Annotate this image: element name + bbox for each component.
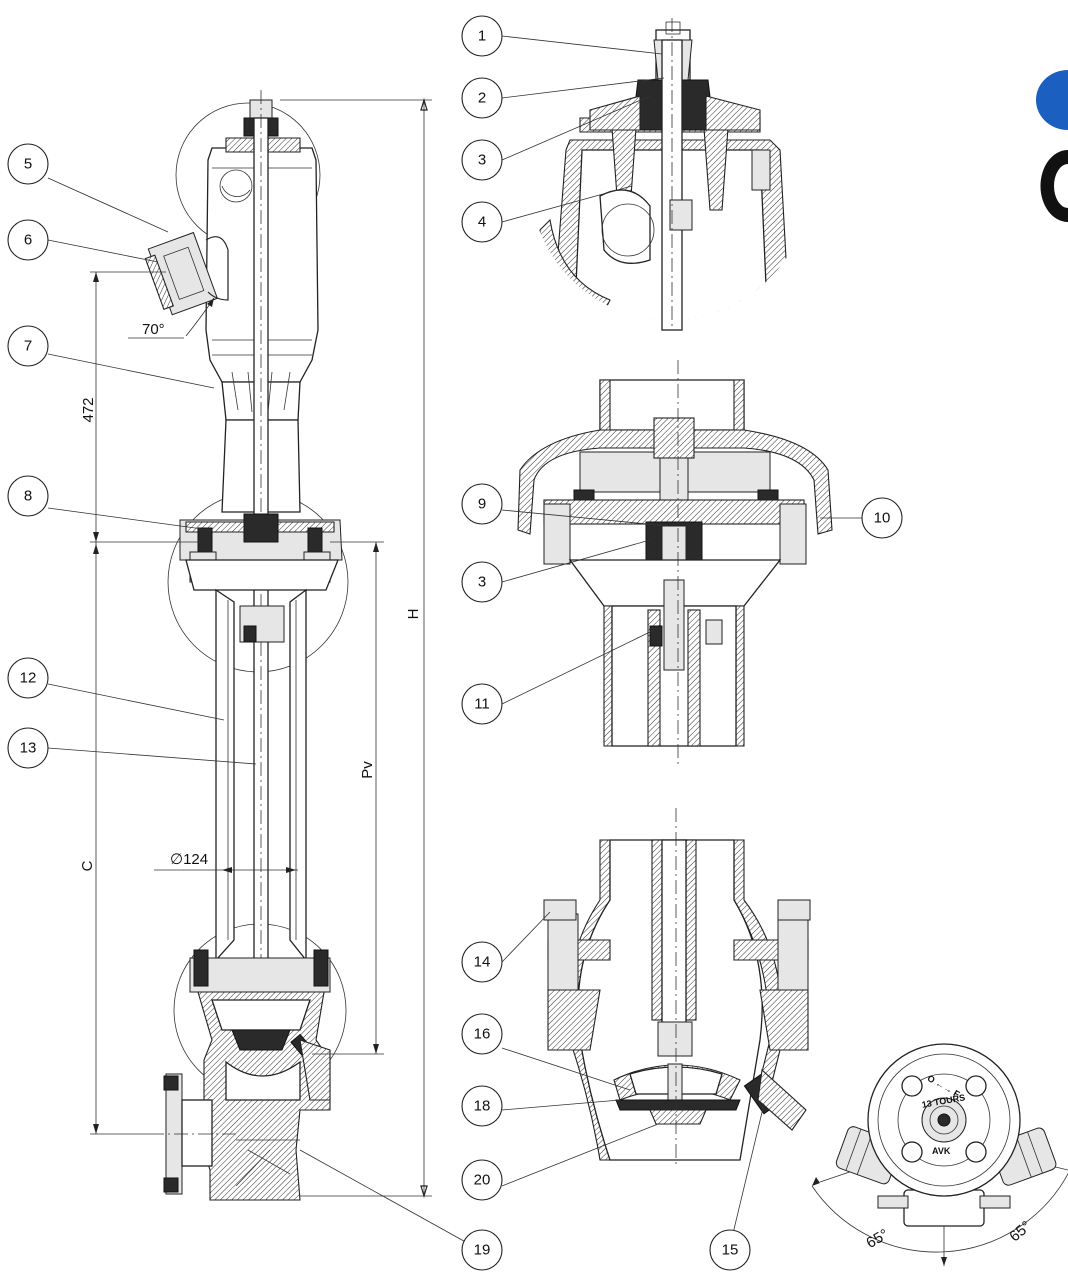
leader-lines <box>47 35 862 1251</box>
svg-text:14: 14 <box>474 954 491 971</box>
callout-18: 18 <box>461 1085 503 1127</box>
svg-text:6: 6 <box>24 232 32 249</box>
svg-text:13: 13 <box>20 740 37 757</box>
logo-blue-shape <box>1036 70 1068 130</box>
callout-14: 14 <box>461 941 503 983</box>
callout-16: 16 <box>461 1013 503 1055</box>
svg-text:5: 5 <box>24 156 32 173</box>
brand-logo <box>1036 70 1068 222</box>
svg-text:10: 10 <box>874 510 891 527</box>
callout-10: 10 <box>861 497 903 539</box>
callout-9: 9 <box>461 483 503 525</box>
svg-text:3: 3 <box>478 574 486 591</box>
svg-text:19: 19 <box>474 1242 491 1259</box>
callout-12: 12 <box>7 657 49 699</box>
svg-text:8: 8 <box>24 488 32 505</box>
callout-13: 13 <box>7 727 49 769</box>
angle-70-label: 70° <box>142 321 165 338</box>
svg-text:2: 2 <box>478 90 486 107</box>
dimension-pv-label: Pv <box>359 761 376 779</box>
svg-text:16: 16 <box>474 1026 491 1043</box>
logo-black-shape <box>1040 150 1068 222</box>
svg-text:7: 7 <box>24 338 32 355</box>
callout-1: 1 <box>461 15 503 57</box>
callout-2: 2 <box>461 77 503 119</box>
callout-11: 11 <box>461 683 503 725</box>
rotation-left-label: 65° <box>863 1226 891 1252</box>
callout-19: 19 <box>461 1229 503 1271</box>
svg-text:18: 18 <box>474 1098 491 1115</box>
main-hydrant-view <box>90 90 432 1201</box>
callout-4: 4 <box>461 201 503 243</box>
detail-middle-view <box>517 360 833 768</box>
detail-top-view <box>539 18 791 331</box>
svg-text:20: 20 <box>474 1172 491 1189</box>
callout-20: 20 <box>461 1159 503 1201</box>
svg-text:3: 3 <box>478 152 486 169</box>
callout-7: 7 <box>7 325 49 367</box>
cap-brand-text: AVK <box>932 1146 951 1156</box>
callout-3-top: 3 <box>461 139 503 181</box>
callout-5: 5 <box>7 143 49 185</box>
svg-text:15: 15 <box>722 1242 739 1259</box>
svg-text:12: 12 <box>20 670 37 687</box>
callout-8: 8 <box>7 475 49 517</box>
svg-text:11: 11 <box>474 696 490 713</box>
callout-3-middle: 3 <box>461 561 503 603</box>
dimension-c-label: C <box>79 860 96 871</box>
dimension-472-label: 472 <box>80 397 97 422</box>
svg-text:1: 1 <box>478 28 486 45</box>
dimension-h-label: H <box>405 609 422 620</box>
callout-15: 15 <box>709 1229 751 1271</box>
hydrant-top-view <box>811 1043 1068 1266</box>
detail-bottom-view <box>543 808 811 1166</box>
diameter-label: ∅124 <box>170 851 208 868</box>
callout-6: 6 <box>7 219 49 261</box>
svg-text:4: 4 <box>478 214 486 231</box>
rotation-right-label: 65° <box>1006 1218 1034 1246</box>
svg-text:9: 9 <box>478 496 486 513</box>
